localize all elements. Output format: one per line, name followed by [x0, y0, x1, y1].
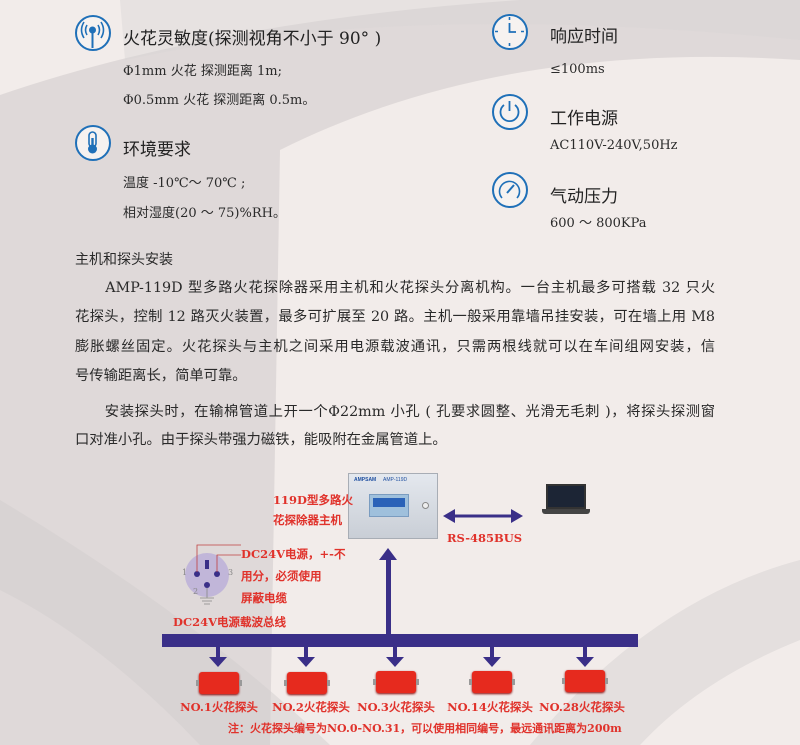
- spec-value: AC110V-240V,50Hz: [550, 138, 678, 153]
- gauge-icon: [492, 172, 528, 208]
- probe-arrow: [490, 647, 494, 659]
- spark-probe: [562, 670, 608, 692]
- spec-title-sensitivity: 火花灵敏度(探测视角不小于 90° ): [123, 29, 382, 49]
- spec-line: 相对湿度(20 ～ 75)%RH。: [123, 206, 286, 221]
- spark-probe: [469, 671, 515, 693]
- spark-probe: [284, 672, 330, 694]
- bus-name: DC24V电源载波总线: [173, 615, 287, 629]
- probe-label: NO.14火花探头: [447, 700, 533, 714]
- device-model: AMP-119D: [383, 477, 408, 483]
- laptop-icon: [542, 484, 590, 514]
- device-display: [369, 494, 409, 517]
- spark-probe: [373, 671, 419, 693]
- pin-label: 1: [182, 568, 188, 577]
- spec-title-power: 工作电源: [550, 109, 618, 129]
- diagram-note: 注：火花探头编号为NO.0-NO.31，可以使用相同编号，最远通讯距离为200m: [228, 722, 622, 735]
- probe-arrow-head: [297, 657, 315, 667]
- probe-arrow: [583, 647, 587, 659]
- spec-title-response: 响应时间: [550, 27, 618, 47]
- device-brand: AMPSAM: [354, 477, 377, 483]
- clock-icon: [492, 14, 528, 50]
- spec-line: 温度 -10℃～ 70℃ ;: [123, 176, 246, 191]
- rs485-label: RS-485BUS: [447, 531, 523, 545]
- spec-value: ≤100ms: [550, 62, 605, 77]
- power-note: DC24V电源，+-不: [241, 547, 346, 561]
- probe-label: NO.1火花探头: [180, 700, 258, 714]
- host-device: AMPSAM AMP-119D: [348, 473, 438, 539]
- paragraph-line: 口对准小孔。由于探头带强力磁铁，能吸附在金属管道上。: [75, 432, 447, 448]
- probe-arrow: [393, 647, 397, 659]
- host-label: 花探除器主机: [273, 513, 342, 527]
- probe-arrow-head: [386, 657, 404, 667]
- spark-probe: [196, 672, 242, 694]
- signal-icon: [75, 15, 111, 51]
- pin-label: 2: [193, 587, 199, 596]
- spec-title-environment: 环境要求: [123, 140, 191, 160]
- probe-arrow-head: [576, 657, 594, 667]
- probe-arrow-head: [209, 657, 227, 667]
- probe-label: NO.28火花探头: [539, 700, 625, 714]
- probe-label: NO.2火花探头: [272, 700, 350, 714]
- thermometer-icon: [75, 125, 111, 161]
- probe-label: NO.3火花探头: [357, 700, 435, 714]
- power-note: 屏蔽电缆: [241, 591, 287, 605]
- paragraph-line: 花探头，控制 12 路灭火装置，最多可扩展至 20 路。主机一般采用靠墙吊挂安装…: [75, 309, 715, 325]
- power-note: 用分，必须使用: [241, 569, 322, 583]
- power-icon: [492, 94, 528, 130]
- device-knob: [422, 502, 429, 509]
- install-heading: 主机和探头安装: [75, 252, 173, 268]
- paragraph-line: 安装探头时，在输棉管道上开一个Φ22mm 小孔 ( 孔要求圆整、光滑无毛刺 )，…: [75, 404, 715, 420]
- paragraph-line: 号传输距离长，简单可靠。: [75, 368, 247, 384]
- spec-line: Φ0.5mm 火花 探测距离 0.5m。: [123, 93, 316, 108]
- spec-line: Φ1mm 火花 探测距离 1m;: [123, 64, 282, 79]
- spec-title-pressure: 气动压力: [550, 187, 618, 207]
- paragraph-line: 膨胀螺丝固定。火花探头与主机之间采用电源载波通讯，只需两根线就可以在车间组网安装…: [75, 339, 715, 355]
- pin-label: 3: [228, 568, 234, 577]
- probe-arrow: [304, 647, 308, 659]
- probe-arrow: [216, 647, 220, 659]
- host-label: 119D型多路火: [273, 493, 353, 507]
- probe-arrow-head: [483, 657, 501, 667]
- paragraph-line: AMP-119D 型多路火花探除器采用主机和火花探头分离机构。一台主机最多可搭载…: [75, 280, 715, 296]
- spec-value: 600 ～ 800KPa: [550, 216, 647, 231]
